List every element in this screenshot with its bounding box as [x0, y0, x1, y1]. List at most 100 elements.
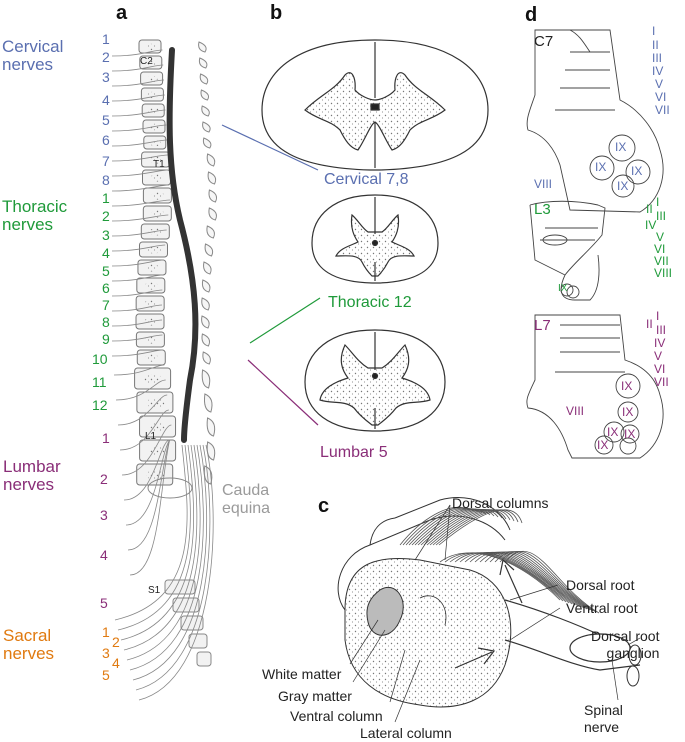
spinous-process [208, 189, 218, 203]
lamina-label: VI [655, 90, 667, 104]
thoracic-nerve-number: 4 [102, 245, 110, 261]
vertebral-body-core [145, 59, 157, 67]
dorsal-columns-label: Dorsal columns [452, 495, 549, 511]
lamina-label: IV [645, 218, 657, 232]
sacral-nerve-number: 2 [112, 634, 120, 650]
spinal-nerve-line [111, 49, 163, 57]
vertebra-label-l1: L1 [145, 431, 157, 442]
cervical-nerve-number: 7 [102, 153, 110, 169]
laminae-l3 [529, 200, 606, 301]
lamina-label: IX [595, 160, 607, 174]
vertebral-body-core [146, 246, 161, 254]
spinous-process [201, 369, 211, 389]
spinous-process [202, 137, 212, 149]
ix-c7-d [611, 174, 635, 198]
sacral-segment [180, 615, 204, 631]
spinal-nerve-line [111, 289, 163, 297]
spinal-nerve-line [111, 94, 165, 102]
cervical-nerve-number: 6 [102, 132, 110, 148]
spinal-nerve-line [111, 274, 163, 282]
vertebral-body-core [146, 398, 165, 408]
spinous-process [202, 121, 211, 133]
lamina-label: IX [624, 427, 636, 441]
spinal-nerve-line [115, 379, 166, 401]
cervical-nerve-number: 4 [102, 92, 110, 108]
lamina-label: IX [597, 438, 609, 452]
sacral-nerve-number: 1 [102, 624, 110, 640]
lamina-label: I [656, 195, 660, 209]
thoracic-nerve-number: 11 [92, 374, 107, 390]
cord-segment-3d [337, 497, 642, 723]
spinal-nerve-line [121, 424, 172, 476]
thoracic-nerve-number: 6 [102, 280, 110, 296]
spinal-nerve-line [111, 199, 171, 207]
lamina-label: IX [617, 179, 629, 193]
thoracic-nerve-number: 2 [102, 208, 110, 224]
lamina-label: VIII [654, 266, 673, 280]
section-label-cervical: Cervical 7,8 [324, 171, 409, 188]
cauda-nerve-line [135, 444, 211, 691]
spinal-nerve-line [111, 229, 167, 237]
column-fiber [426, 509, 507, 546]
lamina-label: VII [654, 254, 669, 268]
spinal-nerve-line [111, 184, 170, 192]
spinous-process [199, 73, 209, 85]
panel-label-d: d [525, 4, 538, 26]
nerve-fiber [464, 552, 576, 606]
vertebral-body-core [149, 123, 160, 131]
spinous-process [208, 207, 217, 221]
lamina-label: V [655, 77, 664, 91]
spinal-nerve-line [111, 79, 165, 87]
section-label-thoracic: Thoracic 12 [328, 294, 412, 311]
cauda-nerve-line [120, 444, 195, 641]
spine-diagram [111, 39, 218, 701]
lumbar-nerve-number: 3 [100, 507, 108, 523]
lamina-label: VIII [534, 177, 553, 191]
lumbar-nerve-number: 1 [102, 430, 110, 446]
spinal-nerve-line [117, 394, 168, 426]
spinal-nerve-line [111, 124, 167, 132]
column-fiber [429, 509, 511, 546]
spinal-nerve-line [129, 439, 170, 576]
spinous-process [201, 297, 210, 311]
vertebral-body-core [144, 354, 159, 362]
spinous-process [206, 417, 216, 437]
spinous-process [201, 279, 211, 293]
dorsal-root-label: Dorsal root [566, 577, 635, 593]
lamina-label: IX [607, 425, 619, 439]
cervical-nerve-number: 8 [102, 172, 110, 188]
column-fiber [414, 508, 491, 546]
sacral-nerve-number: 5 [102, 667, 110, 683]
lamina-label: VI [654, 362, 666, 376]
column-fiber [438, 509, 523, 546]
column-fiber [420, 509, 499, 546]
lamina-label: VII [655, 103, 670, 117]
column-fiber [405, 507, 479, 546]
spinous-processes [198, 41, 218, 485]
spinal-nerve-line [111, 349, 164, 357]
vertebral-body-core [148, 107, 160, 115]
ix-c7-a [608, 134, 636, 162]
vertebral-body-core [150, 192, 165, 200]
panel-label-c: c [318, 495, 330, 517]
vertebral-body-core [150, 174, 164, 182]
dorsal-root-ganglion [569, 633, 631, 663]
nerve-fiber [449, 552, 567, 603]
lamina-label: II [646, 202, 653, 216]
thoracic-connector [249, 297, 321, 344]
lamina-label: IX [622, 405, 634, 419]
spinous-process [201, 333, 211, 347]
thoracic-nerve-number: 7 [102, 297, 110, 313]
lamina-label: IV [652, 64, 664, 78]
spinal-nerve-line [125, 439, 170, 526]
spinous-process [207, 171, 217, 185]
spinal-nerve-line [111, 214, 169, 222]
sacral-segment [196, 651, 212, 667]
vertebral-body-core [148, 228, 163, 236]
spinal-nerve-line [111, 64, 164, 72]
lamina-label: I [656, 309, 660, 323]
sacral-nerve-number: 3 [102, 645, 110, 661]
